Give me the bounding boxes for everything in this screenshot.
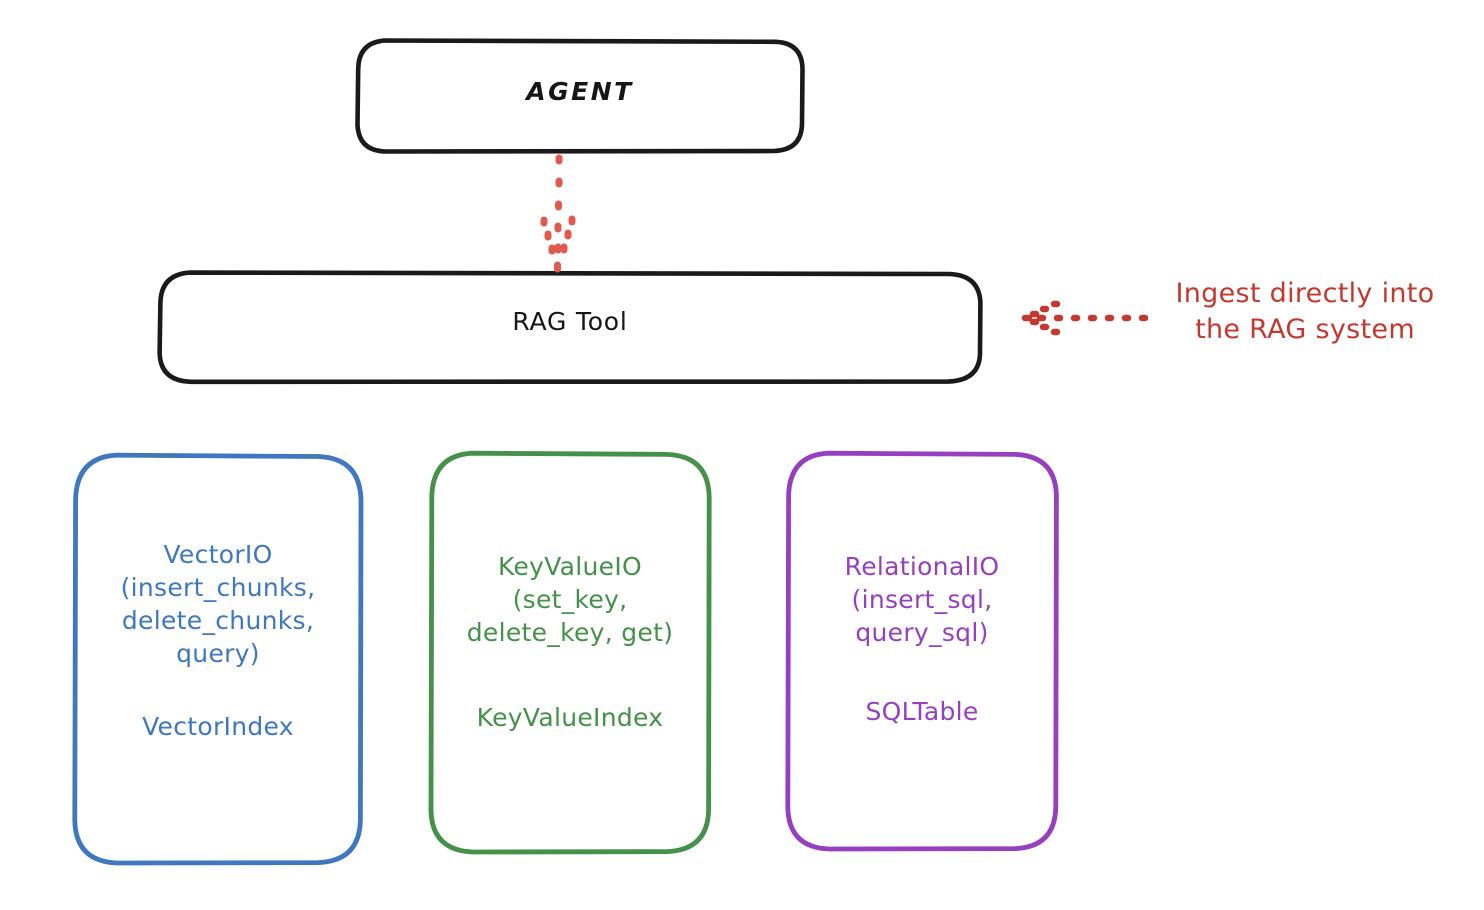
- key-value-io-box-outline: [428, 450, 712, 855]
- agent-box-outline: [355, 38, 805, 154]
- vector-io-box-outline: [72, 452, 364, 866]
- arrow-agent-to-rag-tool: [540, 154, 576, 273]
- vector-io-subtitle: VectorIndex: [142, 712, 294, 741]
- rag-tool-box-outline: [157, 270, 983, 385]
- key-value-io-title: KeyValueIO (set_key, delete_key, get): [466, 552, 674, 647]
- relational-io-box-outline: [785, 450, 1059, 852]
- vector-io-title: VectorIO (insert_chunks, delete_chunks, …: [120, 540, 316, 668]
- key-value-io-subtitle: KeyValueIndex: [476, 703, 664, 732]
- node-relational-io[interactable]: RelationalIO (insert_sql, query_sql) SQL…: [785, 450, 1059, 852]
- annotation-ingest-note: Ingest directly into the RAG system: [1175, 278, 1435, 345]
- node-vector-io[interactable]: VectorIO (insert_chunks, delete_chunks, …: [72, 452, 364, 866]
- node-agent[interactable]: AGENT: [355, 38, 805, 154]
- node-key-value-io[interactable]: KeyValueIO (set_key, delete_key, get) Ke…: [428, 450, 712, 855]
- relational-io-title: RelationalIO (insert_sql, query_sql): [844, 552, 1000, 647]
- relational-io-subtitle: SQLTable: [865, 697, 979, 726]
- node-rag-tool[interactable]: RAG Tool: [157, 270, 983, 385]
- arrow-ingest-to-rag-tool: [1021, 300, 1148, 336]
